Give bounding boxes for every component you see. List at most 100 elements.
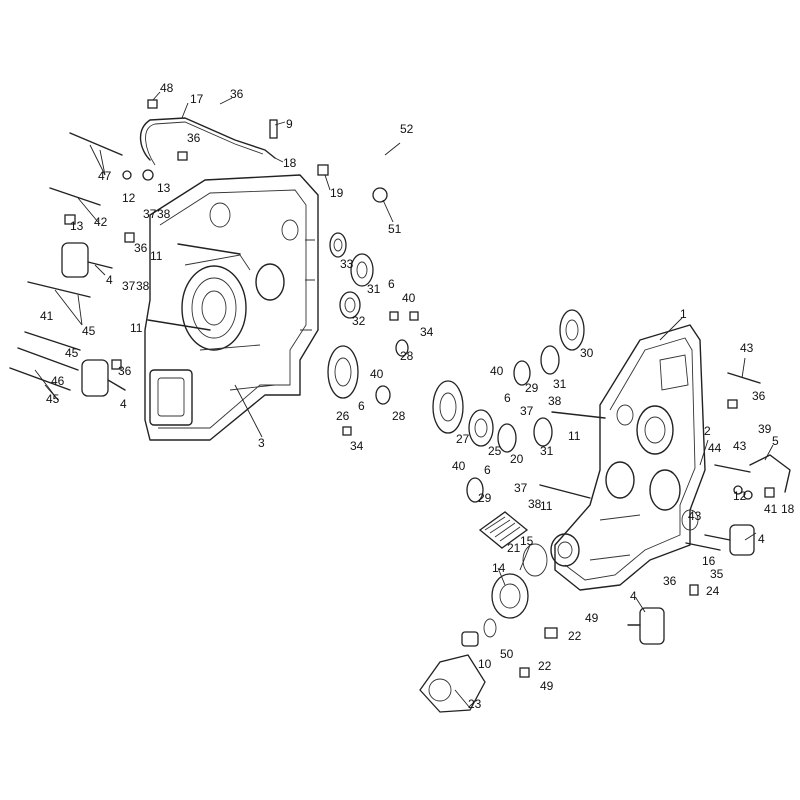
callout-49: 49	[585, 611, 599, 625]
callout-6: 6	[504, 391, 511, 405]
oil-pipe	[139, 117, 276, 161]
oil-filter	[419, 631, 486, 713]
callout-37: 37	[514, 481, 528, 495]
callout-3: 3	[258, 436, 265, 450]
callout-49: 49	[540, 679, 554, 693]
callout-42: 42	[94, 215, 108, 229]
callout-36: 36	[230, 87, 244, 101]
callout-11: 11	[130, 321, 143, 335]
callout-13: 13	[157, 181, 171, 195]
callout-34: 34	[420, 325, 434, 339]
callout-4: 4	[758, 532, 765, 546]
callout-25: 25	[488, 444, 502, 458]
callout-20: 20	[510, 452, 524, 466]
callout-2: 2	[704, 424, 711, 438]
callout-43: 43	[688, 509, 702, 523]
callout-31: 31	[367, 282, 381, 296]
callout-24: 24	[706, 584, 720, 598]
callout-34: 34	[350, 439, 364, 453]
callout-17: 17	[190, 92, 204, 106]
callout-11: 11	[540, 499, 553, 513]
callout-43: 43	[740, 341, 754, 355]
left-crankcase-housing	[144, 174, 319, 441]
shafts	[61, 242, 755, 645]
callout-23: 23	[468, 697, 482, 711]
callout-19: 19	[330, 186, 344, 200]
callout-29: 29	[478, 491, 492, 505]
callout-6: 6	[484, 463, 491, 477]
long-bolts	[9, 132, 761, 551]
callout-50: 50	[500, 647, 514, 661]
callout-10: 10	[478, 657, 492, 671]
callout-51: 51	[388, 222, 402, 236]
callout-15: 15	[520, 534, 534, 548]
callout-6: 6	[388, 277, 395, 291]
callout-45: 45	[82, 324, 96, 338]
callout-48: 48	[160, 81, 174, 95]
callout-32: 32	[352, 314, 366, 328]
callout-12: 12	[733, 489, 747, 503]
callout-41: 41	[764, 502, 778, 516]
callout-37: 37	[143, 207, 157, 221]
callout-31: 31	[553, 377, 567, 391]
callout-28: 28	[400, 349, 414, 363]
callout-22: 22	[538, 659, 552, 673]
callout-38: 38	[548, 394, 562, 408]
callout-36: 36	[134, 241, 148, 255]
right-crankcase-housing	[550, 324, 706, 591]
callout-11: 11	[568, 429, 581, 443]
callout-6: 6	[358, 399, 365, 413]
callout-44: 44	[708, 441, 722, 455]
callout-4: 4	[120, 397, 127, 411]
callout-11: 11	[150, 249, 163, 263]
callout-labels: 48 17 36 9 36 18 47 13 12 19 42 37 38 13…	[40, 81, 795, 711]
oil-screen	[478, 511, 529, 549]
callout-13: 13	[70, 219, 84, 233]
callout-1: 1	[680, 307, 687, 321]
callout-38: 38	[157, 207, 171, 221]
callout-37: 37	[122, 279, 136, 293]
callout-27: 27	[456, 432, 470, 446]
callout-47: 47	[98, 169, 112, 183]
callout-52: 52	[400, 122, 414, 136]
callout-41: 41	[40, 309, 54, 323]
callout-4: 4	[106, 273, 113, 287]
callout-4: 4	[630, 589, 637, 603]
callout-31: 31	[540, 444, 554, 458]
small-fittings	[64, 99, 791, 678]
callout-29: 29	[525, 381, 539, 395]
callout-37: 37	[520, 404, 534, 418]
callout-30: 30	[580, 346, 594, 360]
callout-43: 43	[733, 439, 747, 453]
callout-33: 33	[340, 257, 354, 271]
callout-22: 22	[568, 629, 582, 643]
callout-26: 26	[336, 409, 350, 423]
callout-28: 28	[392, 409, 406, 423]
callout-36: 36	[118, 364, 132, 378]
callout-40: 40	[452, 459, 466, 473]
callout-45: 45	[65, 346, 79, 360]
callout-40: 40	[370, 367, 384, 381]
callout-46: 46	[51, 374, 65, 388]
callout-40: 40	[402, 291, 416, 305]
callout-38: 38	[136, 279, 150, 293]
callout-39: 39	[758, 422, 772, 436]
callout-21: 21	[507, 541, 521, 555]
callout-36: 36	[752, 389, 766, 403]
callout-12: 12	[122, 191, 136, 205]
callout-9: 9	[286, 117, 293, 131]
callout-36: 36	[187, 131, 201, 145]
callout-35: 35	[710, 567, 724, 581]
callout-38: 38	[528, 497, 542, 511]
callout-16: 16	[702, 554, 716, 568]
callout-40: 40	[490, 364, 504, 378]
leader-lines	[34, 91, 774, 709]
callout-14: 14	[492, 561, 506, 575]
callout-18: 18	[781, 502, 795, 516]
callout-45: 45	[46, 392, 60, 406]
seals-and-bearings	[327, 187, 585, 638]
callout-18: 18	[283, 156, 297, 170]
callout-5: 5	[772, 434, 779, 448]
callout-36: 36	[663, 574, 677, 588]
